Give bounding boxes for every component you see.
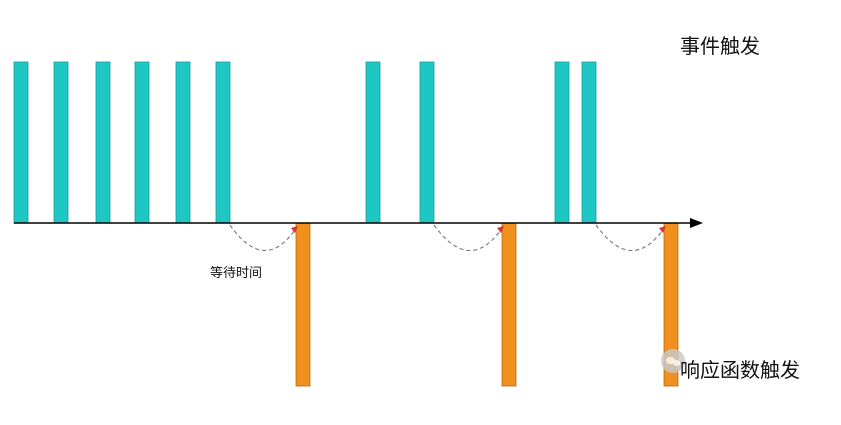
event-trigger-label: 事件触发 — [680, 34, 760, 58]
response-bar-2 — [501, 222, 517, 387]
response-bar-1 — [295, 222, 311, 387]
event-bar-6 — [215, 61, 231, 224]
response-trigger-label: 响应函数触发 — [680, 358, 800, 382]
wait-arc-1 — [229, 224, 298, 251]
event-bar-10 — [581, 61, 597, 224]
time-axis-arrow — [690, 218, 703, 228]
event-bars — [13, 61, 597, 224]
event-bar-2 — [53, 61, 69, 224]
wait-arc-3 — [595, 224, 666, 251]
event-bar-3 — [95, 61, 111, 224]
response-bars — [295, 222, 679, 387]
wait-arcs — [229, 224, 666, 251]
wait-arc-2 — [433, 224, 504, 251]
event-bar-8 — [419, 61, 435, 224]
wait-time-label: 等待时间 — [210, 266, 263, 281]
wait-arrow-head-1 — [291, 226, 298, 233]
event-bar-7 — [365, 61, 381, 224]
event-bar-4 — [134, 61, 150, 224]
wechat-watermark-icon — [661, 349, 685, 373]
event-bar-9 — [554, 61, 570, 224]
event-bar-1 — [13, 61, 29, 224]
event-bar-5 — [175, 61, 191, 224]
wait-arrow-head-2 — [497, 226, 504, 233]
wait-arrow-head-3 — [659, 226, 666, 233]
